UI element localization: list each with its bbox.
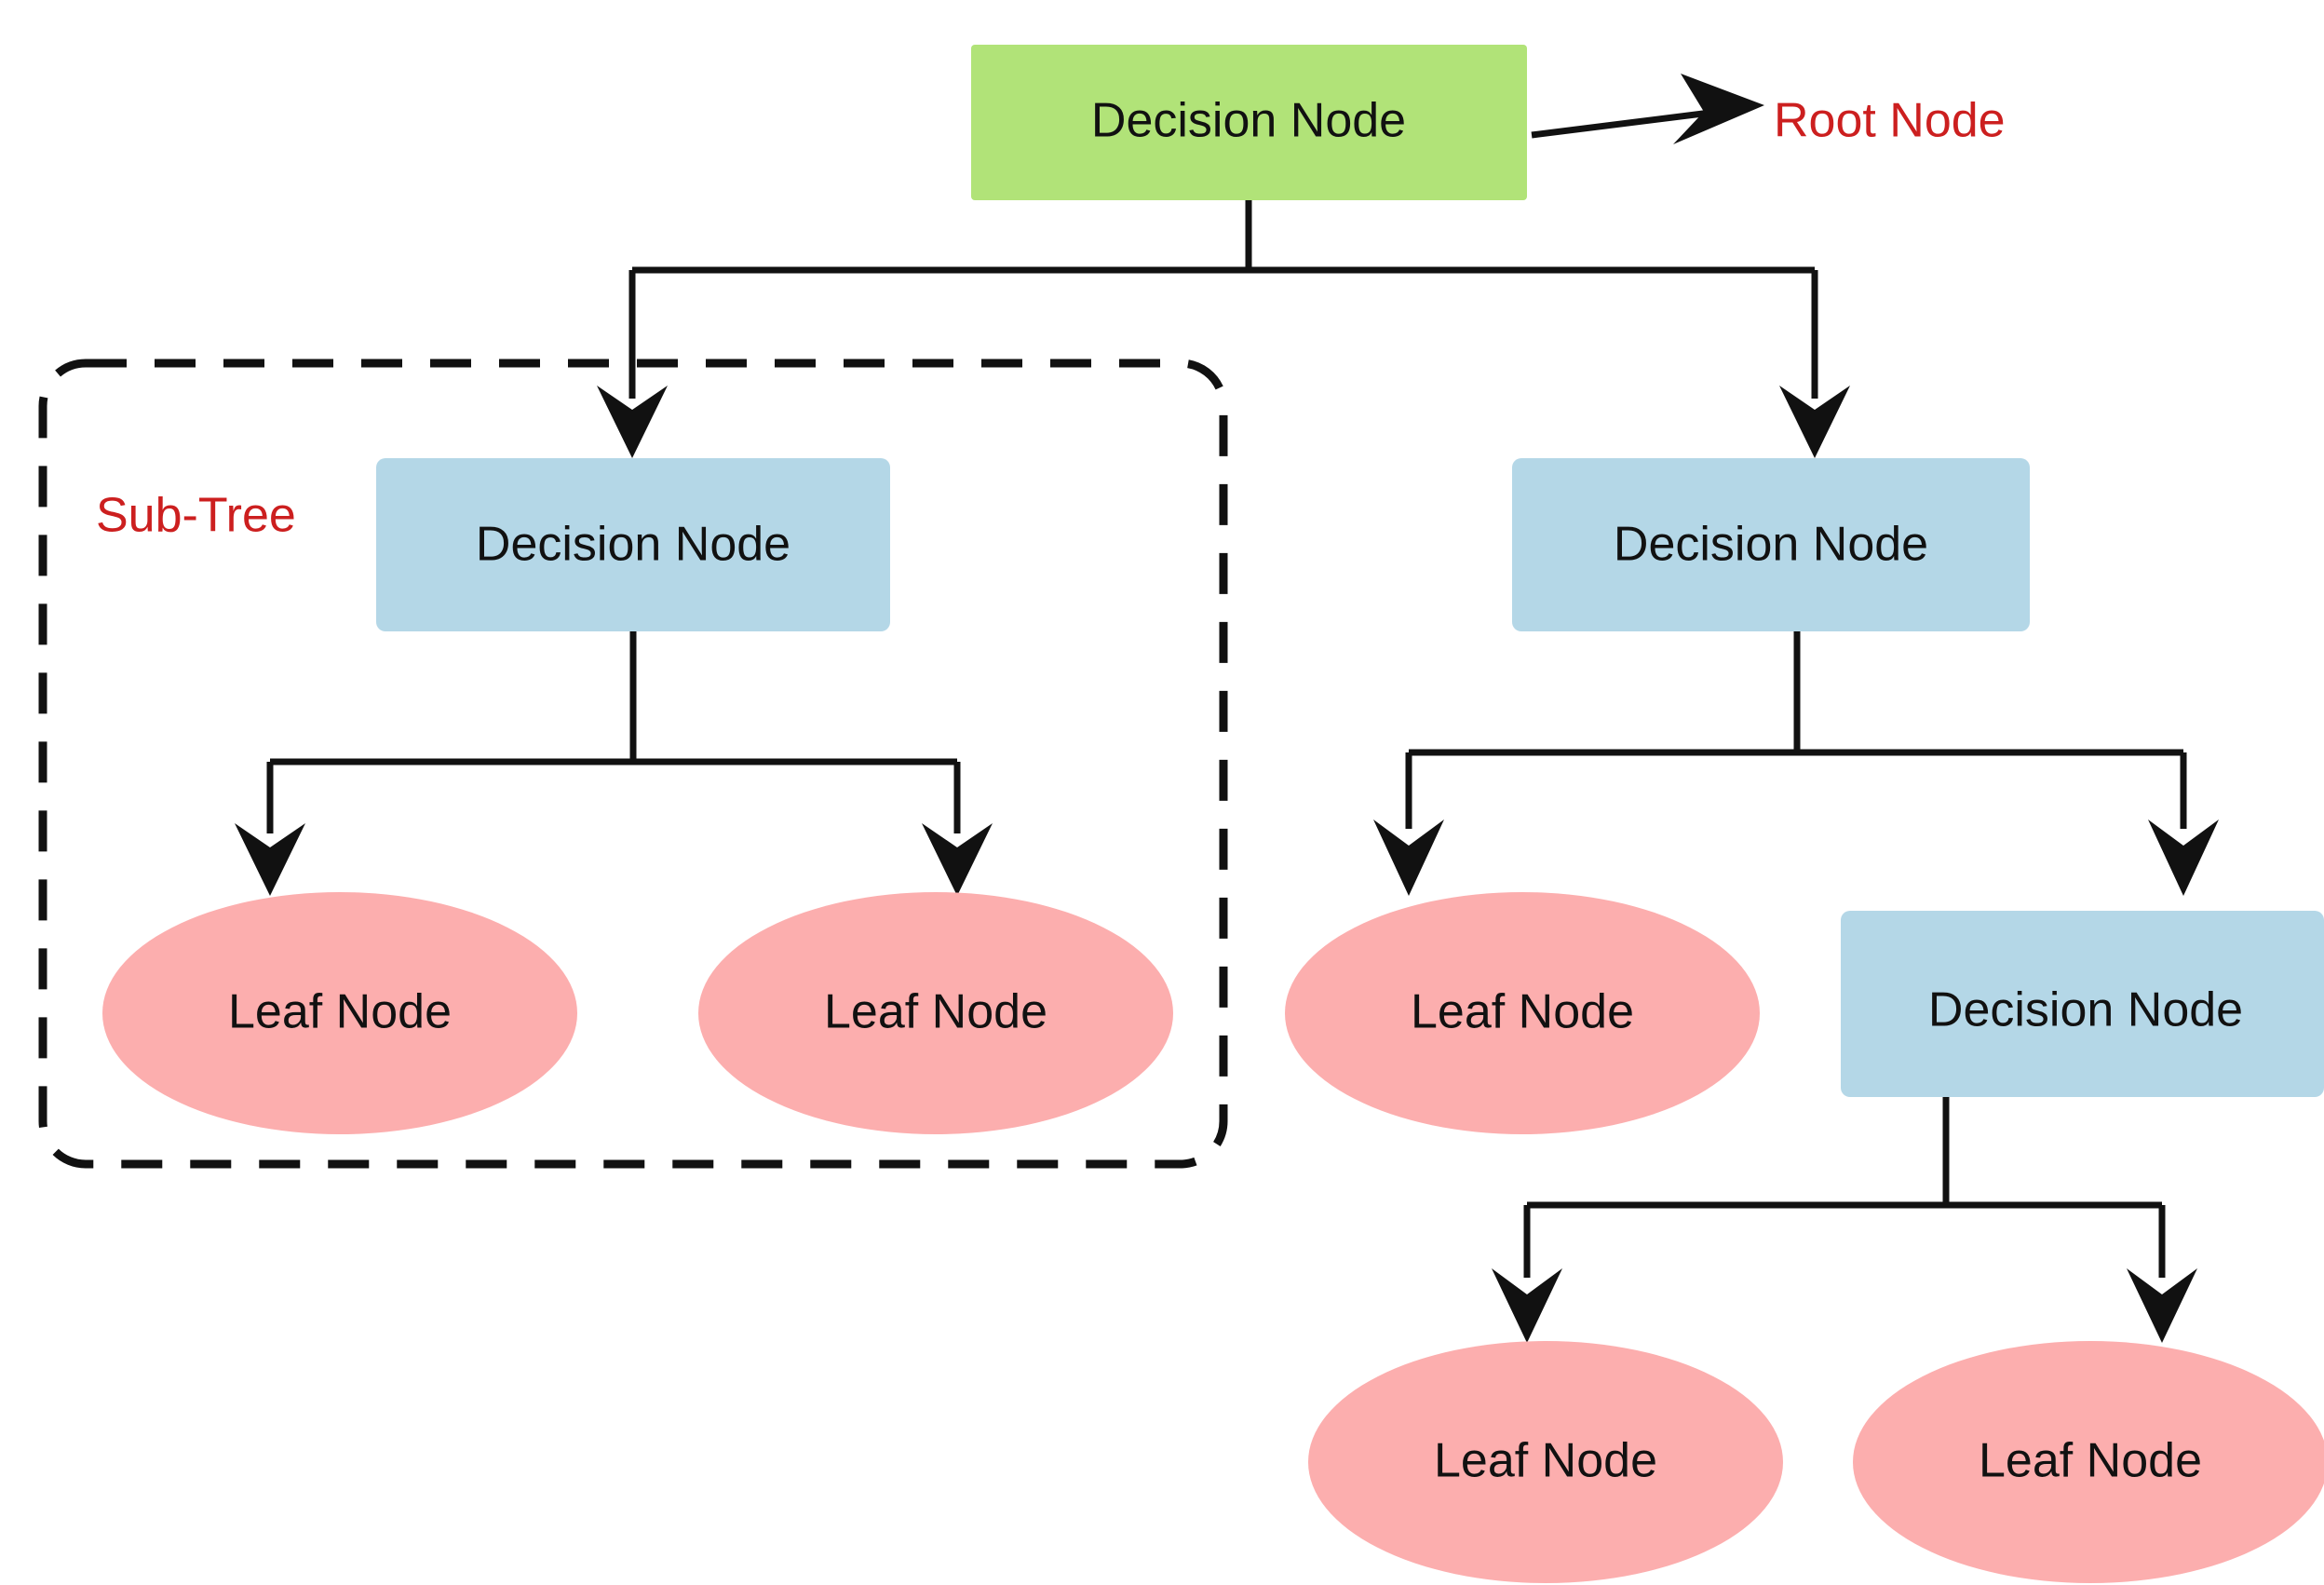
root-annotation-arrow xyxy=(1531,74,1764,144)
decision-right-lower-label: Decision Node xyxy=(1928,983,2243,1037)
node-root[interactable]: Decision Node xyxy=(971,45,1527,200)
arrowhead-to-leaf-5 xyxy=(2127,1268,2197,1343)
leaf-5-ellipse[interactable] xyxy=(1853,1341,2324,1583)
leaf-3-label: Leaf Node xyxy=(1411,985,1634,1039)
subtree-dashed-frame xyxy=(38,359,1228,1169)
arrowhead-to-decision-left xyxy=(597,386,668,458)
edge-decision-right-to-children xyxy=(1373,631,2219,896)
root-node-label: Decision Node xyxy=(1091,94,1406,148)
edge-decision-left-to-leaves xyxy=(235,631,993,896)
arrowhead-to-leaf-1 xyxy=(235,823,305,896)
arrowhead-to-decision-right xyxy=(1779,386,1850,458)
leaf-1-label: Leaf Node xyxy=(228,985,452,1039)
leaf-1-ellipse[interactable] xyxy=(102,892,577,1134)
root-node-annotation-label: Root Node xyxy=(1774,94,2006,148)
decision-right-box[interactable] xyxy=(1512,458,2030,631)
leaf-2-ellipse[interactable] xyxy=(698,892,1173,1134)
edge-root-to-children xyxy=(597,200,1850,458)
node-leaf-5[interactable]: Leaf Node xyxy=(1853,1341,2324,1583)
decision-left-box[interactable] xyxy=(376,458,890,631)
subtree-annotation-label: Sub-Tree xyxy=(96,489,296,543)
decision-right-lower-box[interactable] xyxy=(1841,911,2324,1097)
node-decision-left[interactable]: Decision Node xyxy=(376,458,890,631)
edge-decision-lower-to-leaves xyxy=(1492,1097,2197,1343)
arrowhead-to-leaf-4 xyxy=(1492,1268,1562,1343)
node-decision-right-lower[interactable]: Decision Node xyxy=(1841,911,2324,1097)
arrowhead-to-leaf-3 xyxy=(1373,820,1444,896)
leaf-3-ellipse[interactable] xyxy=(1285,892,1760,1134)
decision-right-label: Decision Node xyxy=(1614,518,1928,572)
arrowhead-root-annotation xyxy=(1673,74,1764,144)
arrowhead-to-leaf-2 xyxy=(922,823,993,896)
leaf-2-label: Leaf Node xyxy=(824,985,1047,1039)
decision-left-label: Decision Node xyxy=(476,518,790,572)
root-node-box[interactable] xyxy=(971,45,1527,200)
node-decision-right[interactable]: Decision Node xyxy=(1512,458,2030,631)
node-leaf-1[interactable]: Leaf Node xyxy=(102,892,577,1134)
node-leaf-2[interactable]: Leaf Node xyxy=(698,892,1173,1134)
leaf-5-label: Leaf Node xyxy=(1979,1434,2202,1488)
leaf-4-label: Leaf Node xyxy=(1434,1434,1657,1488)
arrowhead-to-decision-right-lower xyxy=(2148,820,2219,896)
leaf-4-ellipse[interactable] xyxy=(1308,1341,1783,1583)
node-leaf-3[interactable]: Leaf Node xyxy=(1285,892,1760,1134)
root-annotation-shaft xyxy=(1531,108,1719,139)
node-leaf-4[interactable]: Leaf Node xyxy=(1308,1341,1783,1583)
